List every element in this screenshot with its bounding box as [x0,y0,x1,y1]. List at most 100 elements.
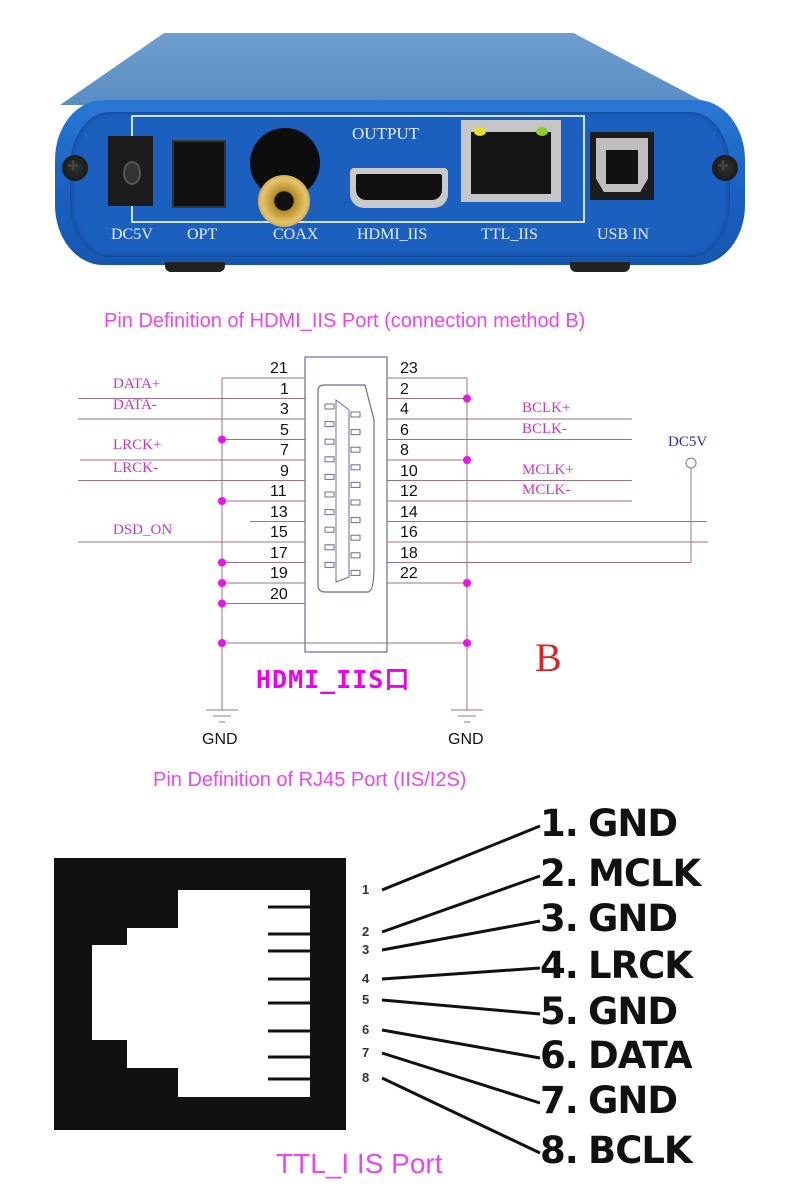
hdmi-contact-left [324,438,335,445]
dc5v-terminal-icon [685,457,697,469]
hdmi-contact-right [350,534,361,541]
hdmi-schematic [78,356,708,723]
rj45-port [461,120,561,202]
dc-power-jack [108,136,153,206]
rj45-pin-name: GND [588,802,678,845]
rj45-pin-number: 8 [362,1070,370,1085]
pin-number-right: 8 [400,442,409,459]
hdmi-contact-right [350,499,361,506]
rj45-pin-name: DATA [588,1034,692,1077]
gnd-label-right: GND [448,731,484,748]
rj45-pin-number: 4 [362,971,370,986]
rj45-pin-name: GND [588,1079,678,1122]
hdmi-contact-left [324,473,335,480]
rj45-leader-line [381,919,541,952]
gnd-label-left: GND [202,731,238,748]
junction-dot [218,599,226,608]
hdmi-contact-left [324,491,335,498]
hdmi-contact-right [350,569,361,576]
hdmi-contact-left [324,526,335,533]
pin-number-left: 15 [270,524,288,541]
junction-dot [218,497,226,505]
hdmi-contact-left [324,456,335,463]
pin-number-left: 7 [280,442,289,459]
port-label-coax: COAX [273,226,319,243]
device-top-surface [60,33,710,105]
hdmi-contact-right [350,481,361,488]
junction-dot [463,394,471,403]
pin-number-left: 11 [270,483,287,500]
hdmi-contact-right [350,464,361,471]
rj45-pin-number: 6 [362,1022,370,1037]
pin-number-right: 2 [400,380,409,398]
screw-icon [712,155,738,181]
screw-icon [62,155,88,181]
rj45-pin-name: MCLK [588,852,701,895]
pin-number-right: 22 [400,565,418,582]
rj45-pin-index: 5. [540,990,579,1033]
rj45-pin-index: 1. [540,802,579,845]
hdmi-contact-right [350,429,361,436]
signal-label-right: MCLK- [522,482,571,498]
hdmi-connector-label: HDMI_IIS口 [256,665,411,694]
pin-number-right: 10 [400,462,418,480]
usb-b-cavity [606,150,638,184]
junction-dot [218,579,226,587]
pin-number-left: 9 [280,462,289,480]
pin-number-right: 6 [400,421,409,439]
rj45-leader-line [381,874,541,934]
rj45-pin-number: 3 [362,942,370,957]
hdmi-contact-right [350,411,361,418]
rj45-pin-name: GND [588,897,678,940]
rj45-pin-index: 3. [540,897,579,940]
hdmi-socket-outline [317,384,375,593]
signal-label-left: DSD_ON [113,522,173,538]
signal-label-left: LRCK- [113,460,158,476]
hdmi-tongue [335,398,350,583]
rj45-pin-index: 2. [540,852,579,895]
pin-number-right: 12 [400,483,418,500]
ttl-port-caption: TTL_I IS Port [276,1148,443,1179]
rj45-leader-line [381,824,541,892]
rj45-leader-line [381,1051,541,1105]
hdmi-connector-body [304,356,388,653]
junction-dot [218,639,226,647]
signal-label-left: DATA- [113,397,157,413]
signal-label-right: MCLK+ [522,462,574,478]
rj45-leader-line [381,998,541,1016]
junction-dot [218,435,226,444]
rj45-leader-line [381,966,541,981]
pin-number-right: 23 [400,360,418,377]
hdmi-contact-left [324,421,335,428]
rj45-pin-number: 2 [362,924,370,939]
rj45-diagram [54,824,541,1155]
rj45-pin-index: 6. [540,1034,579,1077]
rj45-pin-index: 8. [540,1129,579,1172]
method-letter: B [535,635,562,680]
optical-port [172,140,226,208]
port-label-ttl: TTL_IIS [481,226,538,243]
led-green-icon [536,127,548,136]
pin-number-left: 3 [280,401,289,418]
pin-number-left: 13 [270,503,288,521]
signal-label-left: LRCK+ [113,437,162,453]
port-label-hdmi: HDMI_IIS [357,226,428,243]
hdmi-contact-left [324,403,335,410]
port-label-usb: USB IN [597,226,650,243]
junction-dot [463,579,471,587]
rj45-pin-index: 4. [540,944,579,987]
device-foot [165,262,225,272]
pin-number-right: 14 [400,503,418,521]
signal-label-right: BCLK- [522,421,567,437]
hdmi-port [350,168,448,208]
hdmi-section-title: Pin Definition of HDMI_IIS Port (connect… [104,310,586,332]
hdmi-contact-right [350,517,361,524]
hdmi-contact-right [350,446,361,453]
port-label-dc: DC5V [111,226,153,243]
port-label-opt: OPT [187,226,218,243]
rj45-pin-number: 5 [362,992,370,1007]
rj45-pin-name: BCLK [588,1129,693,1172]
pin-number-right: 16 [400,524,418,541]
pin-number-right: 4 [400,401,409,418]
hdmi-contact-left [324,561,335,568]
